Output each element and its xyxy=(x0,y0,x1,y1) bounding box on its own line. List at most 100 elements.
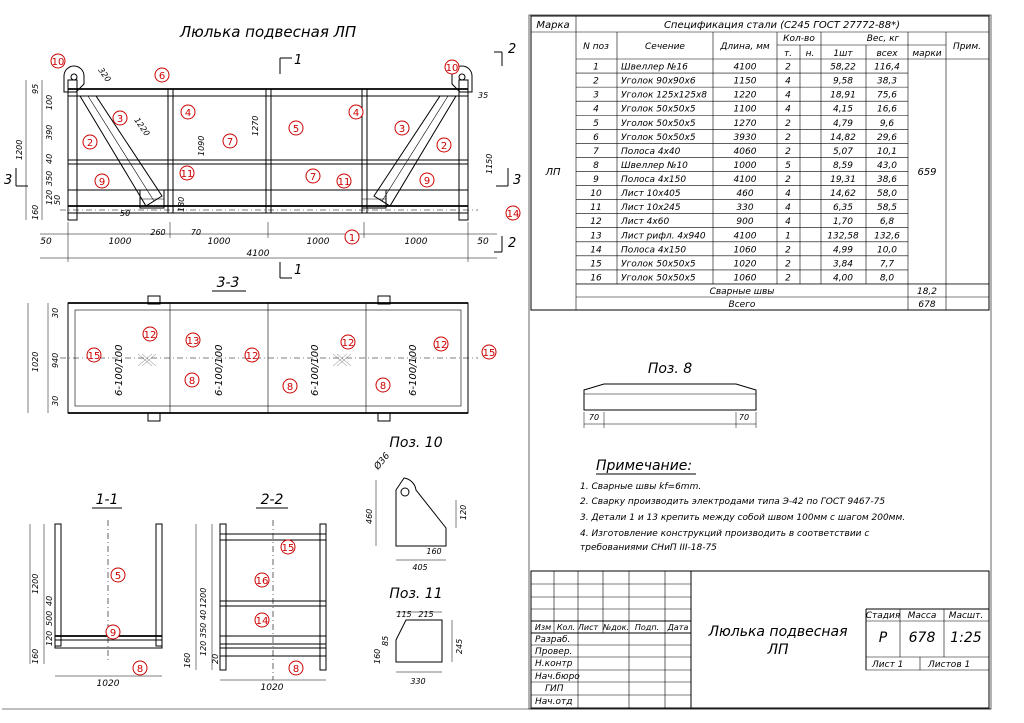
spec-cell-t: 2 xyxy=(785,147,791,157)
spec-cell-t: 4 xyxy=(785,217,791,227)
s22-d160: 160 xyxy=(183,653,192,668)
spec-cell-sec: Уголок 50х50х5 xyxy=(621,259,696,269)
poz10-label: Поз. 10 xyxy=(389,435,442,451)
spec-cell-wa: 8,0 xyxy=(880,273,895,283)
spec-cell-t: 4 xyxy=(785,105,791,115)
spec-cell-w1: 4,00 xyxy=(833,273,853,283)
spec-cell-sec: Уголок 125х125х8 xyxy=(621,91,707,101)
spec-cell-len: 1020 xyxy=(734,259,757,269)
svg-text:7: 7 xyxy=(310,172,316,183)
svg-text:14: 14 xyxy=(256,616,269,627)
stamp-masht-label: Масшт. xyxy=(949,611,984,621)
spec-cell-len: 4100 xyxy=(734,175,757,185)
spec-col-marka: Марка xyxy=(536,20,569,31)
svg-text:7: 7 xyxy=(227,137,233,148)
spec-mark-weight: 659 xyxy=(917,167,936,178)
stamp-title-2: ЛП xyxy=(766,642,789,658)
note-4b: требованиями СНиП III-18-75 xyxy=(580,543,717,553)
stamp-title-1: Люлька подвесная xyxy=(707,624,847,640)
stamp-razrab: Разраб. xyxy=(535,635,570,645)
stamp-masht: 1:25 xyxy=(950,630,982,646)
drawing-title: Люлька подвесная ЛП xyxy=(179,23,356,41)
spec-cell-len: 4100 xyxy=(734,63,757,73)
cut-3-right: 3 xyxy=(513,173,521,188)
section-11-view: 1-1 1200 40 500 120 160 1020 5 9 8 xyxy=(29,492,163,689)
spec-cell-t: 4 xyxy=(785,189,791,199)
spec-col-note: Прим. xyxy=(953,42,981,52)
dim-d70: 70 xyxy=(191,228,201,237)
svg-text:8: 8 xyxy=(189,376,195,387)
s11-d160: 160 xyxy=(31,649,40,664)
spec-cell-sec: Уголок 50х50х5 xyxy=(621,105,696,115)
plan-d30-top: 30 xyxy=(51,308,60,318)
spec-cell-n: 10 xyxy=(590,189,602,199)
spec-cell-w1: 5,07 xyxy=(833,147,853,157)
spec-col-length: Длина, мм xyxy=(719,42,770,52)
spec-cell-wa: 132,6 xyxy=(874,231,900,241)
spec-cell-n: 12 xyxy=(590,217,602,227)
spec-cell-t: 2 xyxy=(785,119,791,129)
poz11-view: Поз. 11 115 215 245 160 85 330 xyxy=(373,586,464,686)
svg-text:10: 10 xyxy=(446,63,459,74)
spec-cell-w1: 4,15 xyxy=(833,105,853,115)
section-22-label: 2-2 xyxy=(261,492,284,508)
part-callouts-front: 10 10 6 3 4 2 7 5 4 3 2 9 11 7 11 9 14 1 xyxy=(50,53,521,245)
stamp-ndok: №док. xyxy=(602,623,629,632)
spec-cell-n: 5 xyxy=(593,119,599,129)
part-callouts-plan: 12 13 12 12 12 15 15 8 8 8 xyxy=(86,326,497,394)
spec-cell-t: 4 xyxy=(785,77,791,87)
spec-cell-wa: 38,3 xyxy=(877,77,897,87)
spec-cell-sec: Полоса 4х40 xyxy=(621,147,681,157)
spec-title: Спецификация стали (С245 ГОСТ 27772-88*) xyxy=(664,20,900,31)
spec-cell-len: 1220 xyxy=(734,91,757,101)
dim-d350: 350 xyxy=(45,171,54,186)
dim-d1200: 1200 xyxy=(15,140,24,160)
spec-cell-n: 15 xyxy=(590,259,602,269)
stamp-podp: Подп. xyxy=(635,623,659,632)
svg-text:8: 8 xyxy=(380,381,386,392)
svg-text:11: 11 xyxy=(181,169,194,180)
spec-col-qty: Кол-во xyxy=(783,34,815,44)
svg-text:9: 9 xyxy=(99,177,105,188)
spec-cell-w1: 4,99 xyxy=(833,245,853,255)
spec-cell-len: 460 xyxy=(736,189,753,199)
spec-cell-t: 2 xyxy=(785,259,791,269)
cut-1-top: 1 xyxy=(294,53,302,68)
spec-cell-sec: Уголок 50х50х5 xyxy=(621,133,696,143)
note-4a: 4. Изготовление конструкций производить … xyxy=(580,529,869,539)
spec-total-label: Всего xyxy=(729,300,756,310)
stamp-massa-label: Масса xyxy=(908,611,937,621)
spec-cell-w1: 58,22 xyxy=(830,63,856,73)
spec-cell-w1: 19,31 xyxy=(830,175,856,185)
svg-text:6: 6 xyxy=(159,71,165,82)
spec-cell-sec: Лист 10х405 xyxy=(620,189,681,199)
spec-cell-n: 2 xyxy=(593,77,599,87)
spec-cell-t: 2 xyxy=(785,175,791,185)
spec-cell-w1: 3,84 xyxy=(833,259,853,269)
poz10-d460: 460 xyxy=(365,509,374,524)
dim-d100: 100 xyxy=(45,95,54,110)
spec-cell-t: 2 xyxy=(785,273,791,283)
poz10-d120: 120 xyxy=(459,505,468,520)
spec-cell-n: 11 xyxy=(590,203,601,213)
spec-cell-len: 330 xyxy=(736,203,753,213)
dim-d1270: 1270 xyxy=(251,116,260,136)
spec-cell-w1: 14,82 xyxy=(830,133,856,143)
dim-bay-4: 1000 xyxy=(405,237,428,247)
dim-d50: 50 xyxy=(53,195,62,205)
spec-cell-n: 13 xyxy=(590,231,602,241)
dim-d390: 390 xyxy=(45,125,54,140)
poz11-d330: 330 xyxy=(410,677,425,686)
dim-d35: 35 xyxy=(478,91,488,100)
spec-cell-sec: Лист рифл. 4х940 xyxy=(620,231,706,241)
spec-cell-t: 2 xyxy=(785,133,791,143)
svg-text:13: 13 xyxy=(187,336,200,347)
checker-plate-hatch-2 xyxy=(332,353,352,367)
stamp-massa: 678 xyxy=(909,630,936,646)
poz11-d215: 215 xyxy=(418,610,433,619)
svg-text:12: 12 xyxy=(435,340,448,351)
dim-total: 4100 xyxy=(247,249,270,259)
note-1: 1. Сварные швы kf=6mm. xyxy=(580,482,701,492)
spec-col-weight: Вес, кг xyxy=(867,34,900,44)
